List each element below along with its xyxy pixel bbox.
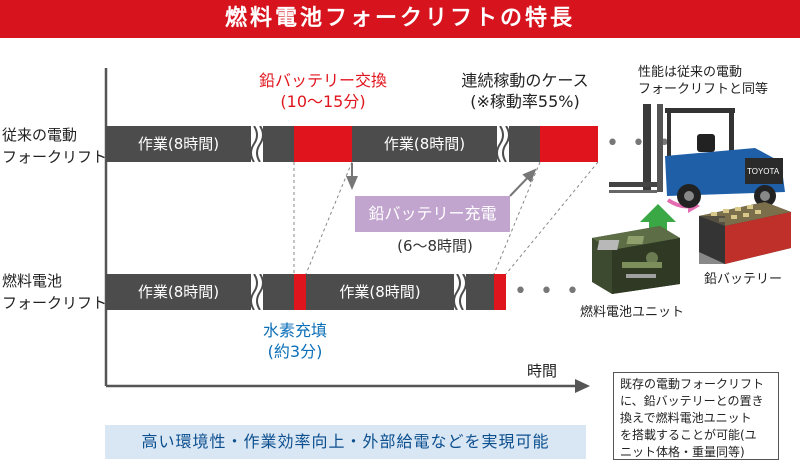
row-label-conventional-line1: 従来の電動 [2,126,78,144]
battery-charge-box: 鉛バッテリー充電 [355,196,510,232]
bar-battery-swap-2 [540,126,598,162]
row-label-fuelcell: 燃料電池 フォークリフト [2,270,107,314]
hydrogen-fill-time: (約3分) [267,342,323,361]
note-line2: に、鉛バッテリーとの置き [620,394,764,408]
row-label-fuelcell-line2: フォークリフト [2,294,108,312]
bar-work-conventional-tail [263,126,294,162]
forklift-image: TOYOTA [609,104,785,208]
forklift-caption-line1: 性能は従来の電動 [638,65,743,80]
battery-charge-time: (6〜8時間) [397,237,473,255]
arrow-charge-to-continuous [509,168,537,197]
annotation-battery-swap: 鉛バッテリー交換 (10〜15分) [248,70,398,112]
fuelcell-unit-image [592,226,680,294]
summary-box: 高い環境性・作業効率向上・外部給電などを実現可能 [105,425,586,459]
lane-conventional: 作業(8時間) 作業(8時間) • • • [0,125,800,163]
annotation-hydrogen-fill: 水素充填 (約3分) [230,320,360,362]
break-mark [496,125,510,163]
forklift-caption-line2: フォークリフトと同等 [638,82,769,97]
break-mark [250,125,264,163]
guide-second-right [505,161,599,275]
battery-swap-time: (10〜15分) [280,92,366,111]
break-mark [250,273,264,311]
continuation-dots-fuelcell: • • • [514,279,582,304]
note-line1: 既存の電動フォークリフト [620,377,765,391]
forklift-caption: 性能は従来の電動 フォークリフトと同等 [638,64,768,98]
row-label-conventional: 従来の電動 フォークリフト [2,124,107,168]
battery-swap-label: 鉛バッテリー交換 [258,71,387,90]
note-line3: 換えで燃料電池ユニット [620,411,752,425]
note-line4: を搭載することが可能(ユ [620,428,757,442]
operating-rate-label: (※稼動率55%) [470,92,580,111]
bar-work-fuelcell-1: 作業(8時間) [106,274,251,310]
fuelcell-unit-caption: 燃料電池ユニット [580,305,685,320]
hydrogen-fill-label: 水素充填 [262,321,327,340]
annotation-continuous: 連続稼動のケース (※稼動率55%) [440,70,610,112]
bar-work-conventional-2: 作業(8時間) [352,126,497,162]
time-axis-arrowhead [575,379,590,393]
bar-hydrogen-fill-1 [294,274,306,310]
bar-battery-swap-1 [294,126,352,162]
lane-fuelcell: 作業(8時間) 作業(8時間) • • • [0,273,800,311]
page-title: 燃料電池フォークリフトの特長 [0,0,800,38]
lead-battery-image [699,202,791,264]
row-label-fuelcell-line1: 燃料電池 [2,272,63,290]
lead-battery-caption: 鉛バッテリー [704,272,783,287]
break-mark [453,273,467,311]
note-line5: ニット体格・重量同等) [620,445,745,459]
row-label-conventional-line2: フォークリフト [2,148,108,166]
time-axis-label: 時間 [527,362,558,380]
bar-work-conventional-tail-2 [509,126,540,162]
bar-work-fuelcell-2: 作業(8時間) [306,274,454,310]
forklift-brand-text: TOYOTA [747,167,780,176]
note-box: 既存の電動フォークリフト に、鉛バッテリーとの置き 換えで燃料電池ユニット を搭… [613,372,779,460]
bar-work-conventional-1: 作業(8時間) [106,126,251,162]
guide-swap-right [305,161,353,275]
bar-work-fuelcell-tail-2 [466,274,494,310]
bar-work-fuelcell-tail [263,274,294,310]
continuous-case-label: 連続稼動のケース [461,71,589,90]
bar-hydrogen-fill-2 [494,274,506,310]
